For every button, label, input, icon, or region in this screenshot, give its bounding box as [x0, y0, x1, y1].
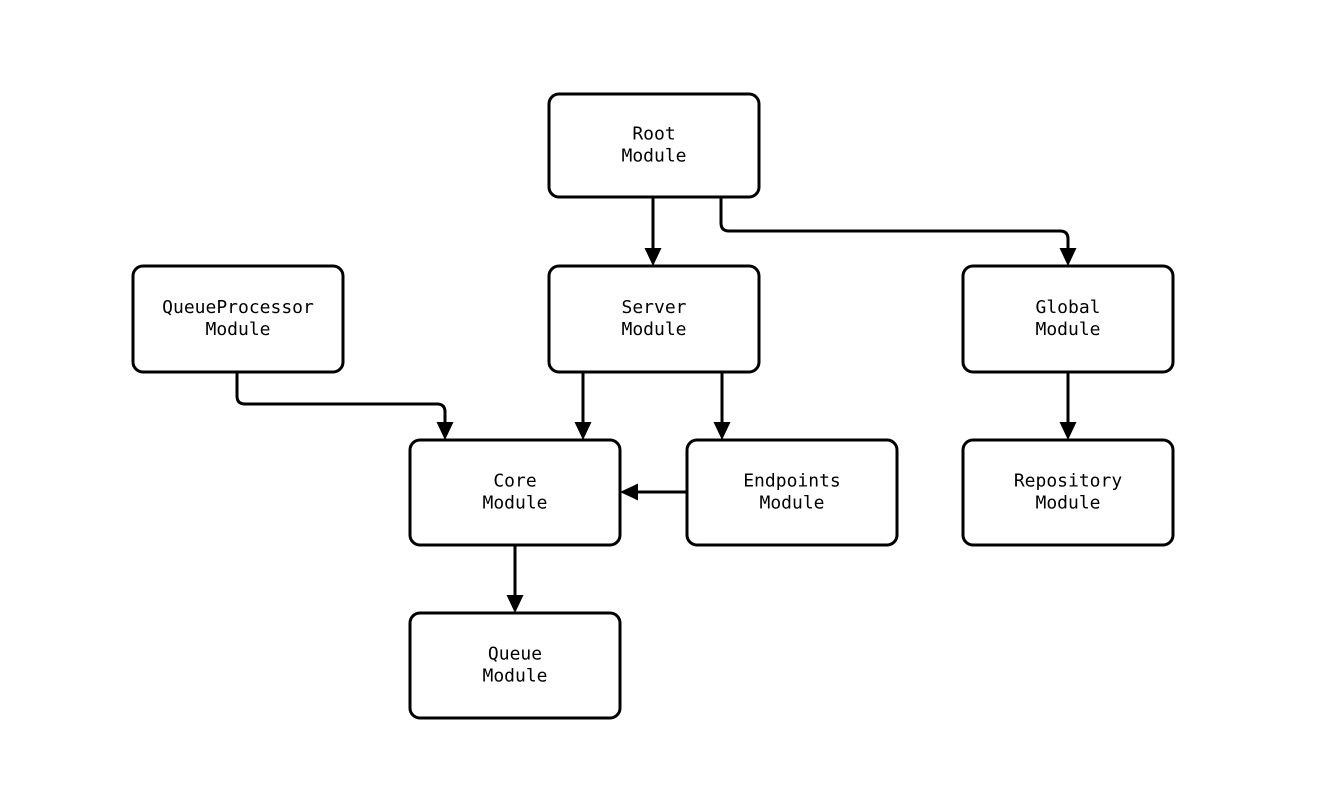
edge-root-to-global-arrowhead: [1059, 248, 1077, 266]
edge-root-to-global-line: [719, 197, 1070, 248]
global-module-label-line1: Global: [1035, 297, 1100, 318]
server-module-label-line2: Module: [621, 319, 686, 340]
global-module-label-line2: Module: [1035, 319, 1100, 340]
queueprocessor-module-label-line1: QueueProcessor: [162, 297, 314, 318]
edge-queueprocessor-to-core-line: [235, 372, 447, 422]
edge-queueprocessor-to-core: [235, 372, 454, 440]
root-module-label-line1: Root: [632, 124, 675, 145]
repository-module-label-line1: Repository: [1014, 471, 1123, 492]
queue-module-box[interactable]: [408, 611, 622, 720]
server-module-box[interactable]: [547, 264, 761, 374]
endpoints-module-label-line2: Module: [759, 493, 824, 514]
queue-module-label-line2: Module: [482, 666, 547, 687]
repository-module-box[interactable]: [961, 438, 1175, 547]
nodes-layer: RootModuleQueueProcessorModuleServerModu…: [131, 92, 1175, 720]
queueprocessor-module-box[interactable]: [131, 264, 345, 374]
root-module-label-line2: Module: [621, 146, 686, 167]
global-module-box[interactable]: [961, 264, 1175, 374]
edge-root-to-global: [719, 197, 1077, 266]
edge-server-to-endpoints-arrowhead: [713, 422, 731, 440]
queueprocessor-module-label-line2: Module: [205, 319, 270, 340]
core-module-label-line1: Core: [493, 471, 536, 492]
edge-root-to-server-arrowhead: [644, 248, 662, 266]
edge-root-to-server: [644, 197, 662, 266]
edge-server-to-core-arrowhead: [574, 422, 592, 440]
edge-server-to-endpoints: [713, 372, 731, 440]
edge-endpoints-to-core: [620, 483, 687, 501]
edge-global-to-repository-arrowhead: [1059, 422, 1077, 440]
repository-module-label-line2: Module: [1035, 493, 1100, 514]
root-module-box[interactable]: [547, 92, 761, 199]
edge-core-to-queue-arrowhead: [506, 595, 524, 613]
queue-module-label-line1: Queue: [488, 644, 542, 665]
endpoints-module-box[interactable]: [685, 438, 899, 547]
edge-server-to-core: [574, 372, 592, 440]
core-module-label-line2: Module: [482, 493, 547, 514]
edge-global-to-repository: [1059, 372, 1077, 440]
edge-queueprocessor-to-core-arrowhead: [436, 422, 454, 440]
edge-endpoints-to-core-arrowhead: [620, 483, 638, 501]
server-module-label-line1: Server: [621, 297, 686, 318]
endpoints-module-label-line1: Endpoints: [743, 471, 841, 492]
edges-layer: [235, 197, 1077, 613]
edge-core-to-queue: [506, 545, 524, 613]
core-module-box[interactable]: [408, 438, 622, 547]
